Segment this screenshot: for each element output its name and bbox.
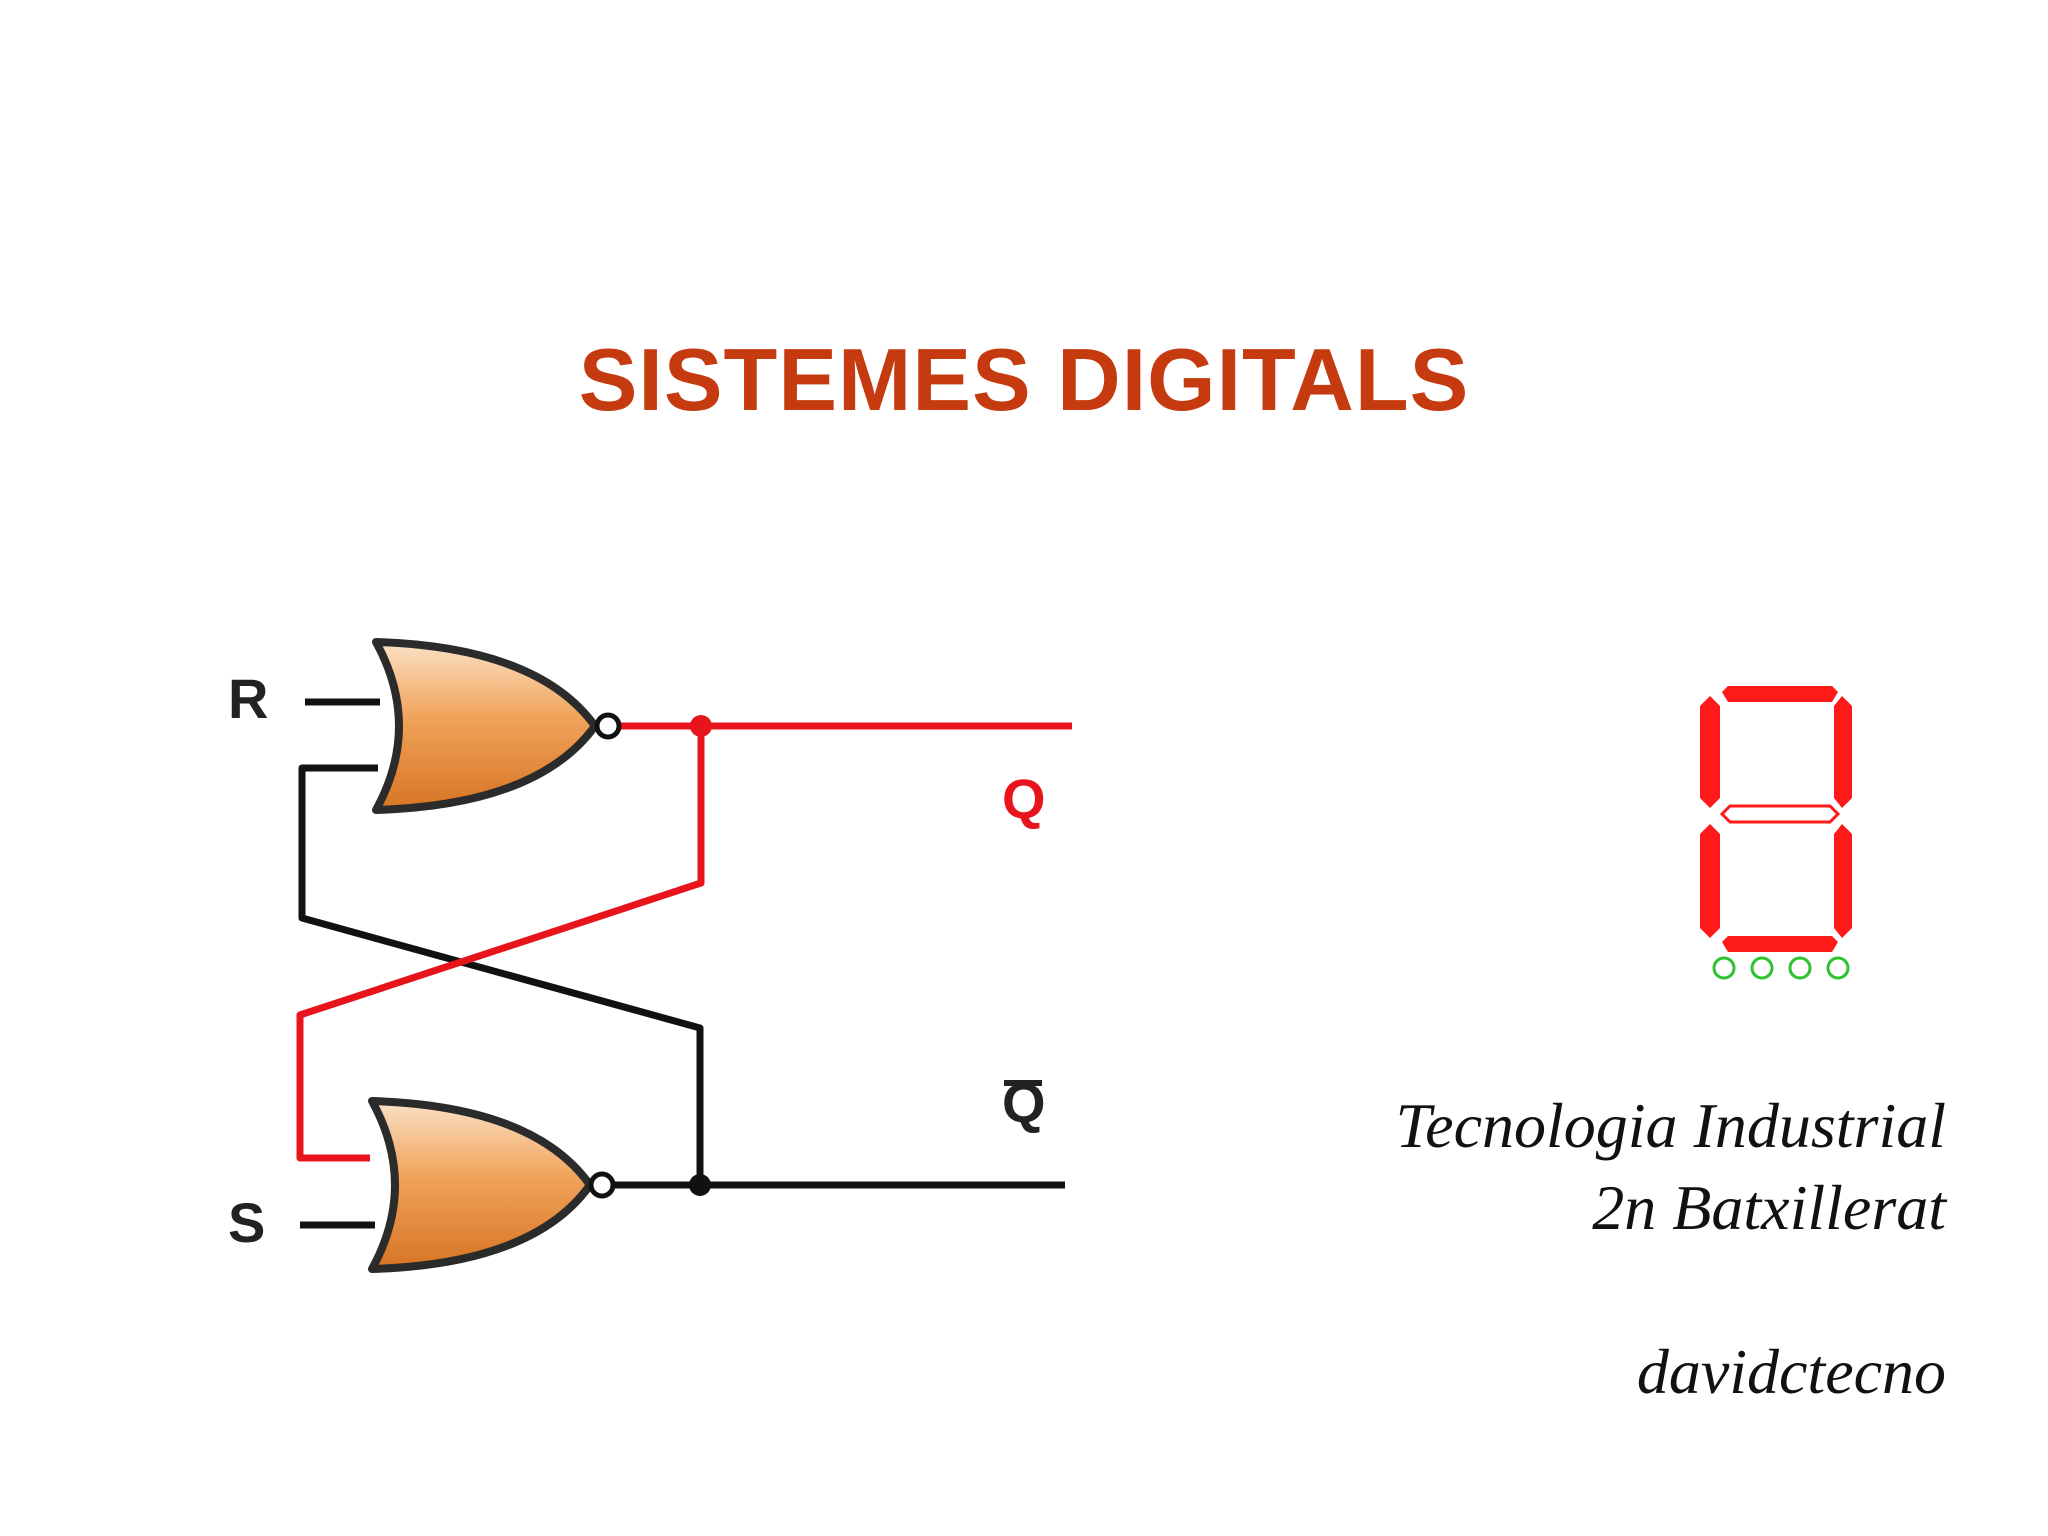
segment-c xyxy=(1834,824,1852,938)
indicator-led xyxy=(1712,956,1736,980)
indicator-led xyxy=(1826,956,1850,980)
inverter-bubble-top xyxy=(594,712,622,740)
junction-q-bar xyxy=(689,1174,711,1196)
segment-e xyxy=(1700,824,1720,938)
slide-title: SISTEMES DIGITALS xyxy=(578,330,1470,429)
nor-gate-bottom xyxy=(368,1097,616,1273)
label-s: S xyxy=(228,1191,265,1254)
indicator-led xyxy=(1788,956,1812,980)
inverter-bubble-bottom xyxy=(588,1171,616,1199)
seven-segment-display xyxy=(1700,686,1852,980)
sr-latch-diagram: R S Q Q xyxy=(228,638,1072,1273)
segment-d xyxy=(1722,936,1838,952)
indicator-led xyxy=(1750,956,1774,980)
segment-a xyxy=(1722,686,1838,702)
subtitle-course: Tecnologia Industrial xyxy=(1395,1090,1946,1161)
segment-f xyxy=(1700,696,1720,808)
label-q: Q xyxy=(1002,767,1046,830)
segment-g-off xyxy=(1719,804,1841,824)
author-name: davidctecno xyxy=(1636,1336,1946,1407)
junction-q xyxy=(690,715,712,737)
indicator-leds xyxy=(1712,956,1850,980)
segment-b xyxy=(1834,696,1852,808)
label-r: R xyxy=(228,667,268,730)
nor-gate-top xyxy=(372,638,622,814)
black-wires xyxy=(298,698,1065,1229)
credits-block: Tecnologia Industrial 2n Batxillerat dav… xyxy=(1395,1085,1946,1413)
seven-segment-digit xyxy=(1700,686,1852,952)
subtitle-level: 2n Batxillerat xyxy=(1592,1172,1946,1243)
